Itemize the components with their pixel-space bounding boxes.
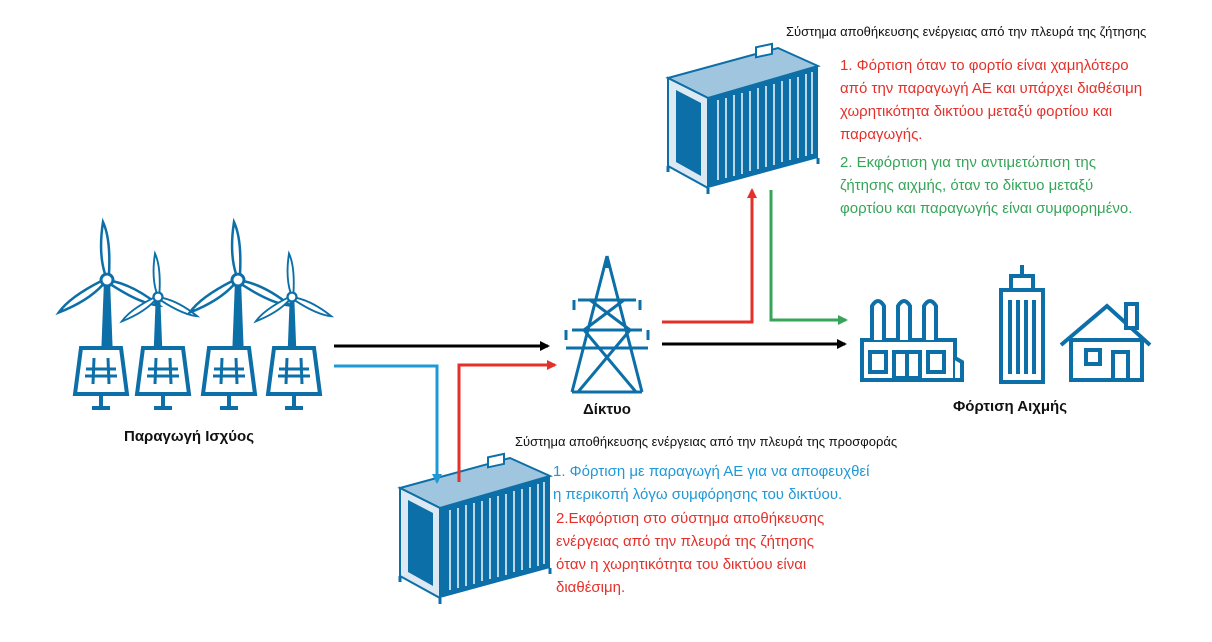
container-icon (398, 452, 552, 606)
note-line: χωρητικότητα δικτύου μεταξύ φορτίου και (840, 103, 1113, 120)
discharge-supply-storage-arrow (457, 360, 557, 482)
note-line: διαθέσιμη. (556, 579, 626, 596)
demand-storage-note-2: 2. Εκφόρτιση για την αντιμετώπιση της ζή… (840, 151, 1132, 220)
note-line: η περικοπή λόγω συμφόρησης του δικτύου. (553, 486, 843, 503)
wind-turbine-icon (185, 220, 293, 360)
generation-label: Παραγωγή Ισχύος (124, 428, 254, 445)
factory-icon (860, 299, 964, 382)
note-line: όταν η χωρητικότητα του δικτύου είναι (556, 556, 807, 573)
peak-load-label: Φόρτιση Αιχμής (953, 398, 1068, 415)
charge-supply-storage-arrow (334, 364, 442, 484)
supply-storage-note-2: 2.Εκφόρτιση στο σύστημα αποθήκευσης ενέρ… (556, 507, 824, 599)
wind-turbine-icon (252, 252, 334, 357)
demand-storage-note-1: 1. Φόρτιση όταν το φορτίο είναι χαμηλότε… (840, 54, 1142, 146)
note-line: ζήτησης αιχμής, όταν το δίκτυο μεταξύ (840, 177, 1094, 194)
house-icon (1059, 302, 1152, 382)
grid-label: Δίκτυο (583, 401, 631, 418)
note-line: 1. Φόρτιση όταν το φορτίο είναι χαμηλότε… (840, 57, 1129, 74)
charge-demand-storage-arrow (662, 188, 757, 324)
wind-turbine-icon (118, 252, 200, 357)
discharge-demand-storage-arrow (769, 190, 848, 325)
solar-panel-icon (266, 346, 322, 410)
container-icon (666, 42, 820, 196)
note-line: 1. Φόρτιση με παραγωγή ΑΕ για να αποφευχ… (553, 463, 870, 480)
demand-storage-title: Σύστημα αποθήκευσης ενέργειας από την πλ… (786, 24, 1147, 39)
note-line: 2.Εκφόρτιση στο σύστημα αποθήκευσης (556, 510, 825, 527)
office-building-icon (999, 265, 1045, 384)
supply-storage-title: Σύστημα αποθήκευσης ενέργειας από την πλ… (515, 434, 898, 449)
solar-panel-icon (201, 346, 257, 410)
supply-storage-note-1: 1. Φόρτιση με παραγωγή ΑΕ για να αποφευχ… (553, 460, 869, 506)
note-line: ενέργειας από την πλευρά της ζήτησης (556, 533, 815, 550)
note-line: 2. Εκφόρτιση για την αντιμετώπιση της (840, 154, 1096, 171)
solar-panel-icon (73, 346, 129, 410)
note-line: από την παραγωγή ΑΕ και υπάρχει διαθέσιμ… (840, 80, 1143, 97)
note-line: παραγωγής. (840, 126, 923, 143)
wind-turbine-icon (54, 220, 162, 360)
transmission-tower-icon (564, 255, 650, 394)
note-line: φορτίου και παραγωγής είναι συμφορημένο. (840, 200, 1133, 217)
solar-panel-icon (135, 346, 191, 410)
